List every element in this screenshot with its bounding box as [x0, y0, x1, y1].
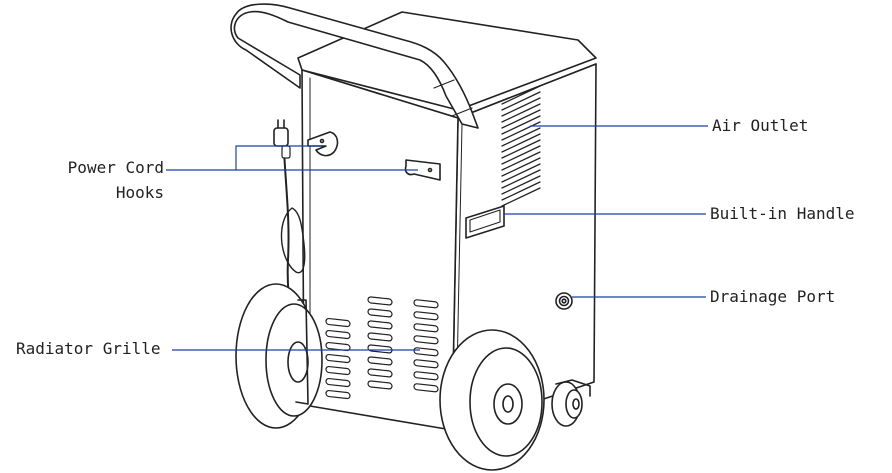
power-plug — [273, 119, 291, 159]
power-cord-hooks-label-line2: Hooks — [115, 183, 164, 202]
caster-wheel — [551, 379, 591, 427]
handle-bar — [230, 3, 479, 129]
radiator-grille-label: Radiator Grille — [16, 339, 161, 358]
built-in-handle — [465, 205, 505, 239]
power-cord-hooks-leader — [166, 145, 322, 171]
left-wheel — [235, 283, 323, 429]
radiator-grille — [325, 296, 439, 400]
power-cord-hook-upper — [307, 131, 339, 157]
power-cord-hook-lower — [404, 159, 441, 181]
right-wheel — [439, 329, 545, 471]
power-cord-hooks-label-line1: Power Cord — [67, 158, 164, 177]
drainage-port — [555, 292, 573, 310]
air-outlet-label: Air Outlet — [712, 116, 809, 135]
built-in-handle-label: Built-in Handle — [710, 204, 855, 223]
callout-lines — [166, 125, 708, 351]
air-outlet-louvres — [501, 85, 541, 207]
drainage-port-label: Drainage Port — [710, 287, 836, 306]
